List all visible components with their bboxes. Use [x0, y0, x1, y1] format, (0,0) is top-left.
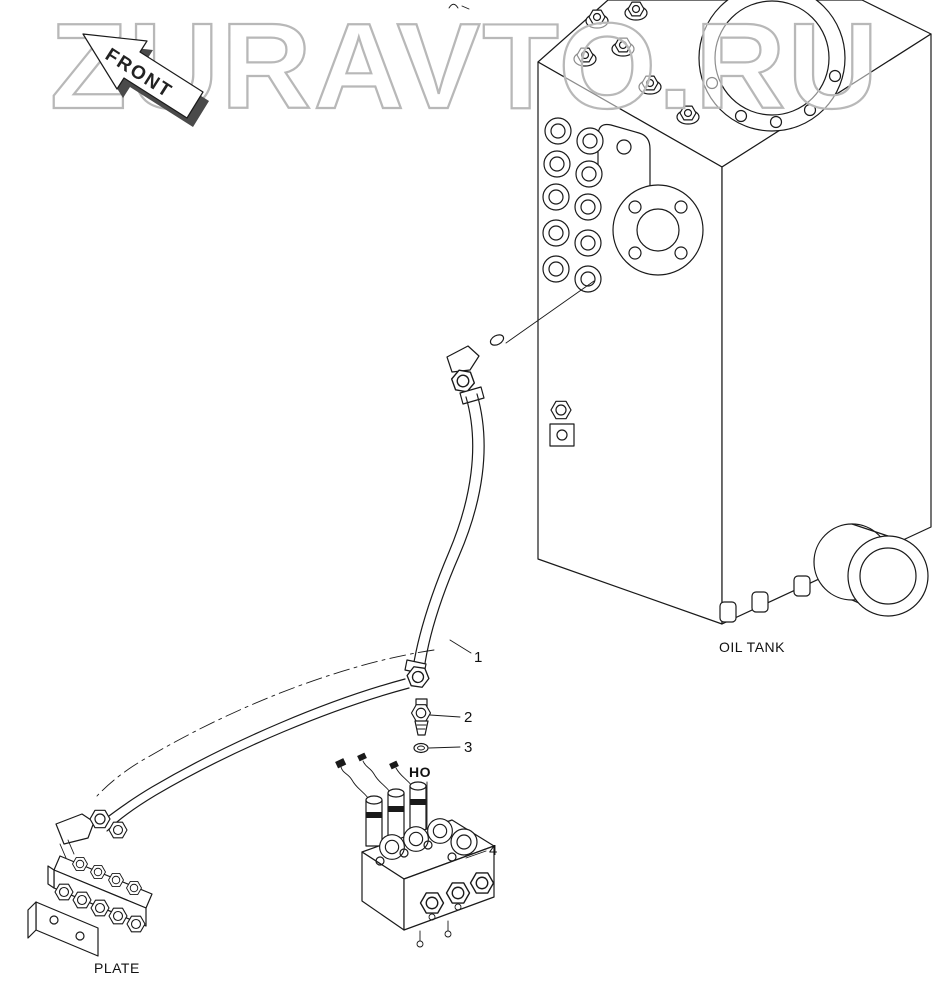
- plate-assembly: [27, 809, 153, 957]
- hose-routing: [96, 649, 435, 832]
- tank-small-valve: [549, 400, 575, 447]
- callout-1-label: 1: [474, 649, 482, 666]
- oring-3: [413, 742, 429, 754]
- callout-3-label: 3: [464, 739, 472, 756]
- callout-2: 2: [429, 709, 472, 726]
- callout-3: 3: [428, 739, 472, 756]
- valve-block-4: [335, 752, 495, 948]
- plate-label: PLATE: [94, 960, 140, 976]
- tank-top-flange: [698, 0, 846, 132]
- ho-port: HO: [409, 764, 431, 831]
- tank-front-flange: [612, 184, 704, 276]
- callout-4-label: 4: [489, 842, 497, 859]
- watermark-text: ZURAVTO.RU: [50, 0, 880, 134]
- hose-1: [404, 393, 485, 689]
- front-arrow-face: [82, 33, 204, 119]
- elbow-fitting: [446, 345, 485, 405]
- tank-feet: [719, 575, 811, 623]
- oil-tank-drawing: [537, 0, 932, 625]
- tank-right-face: [721, 33, 932, 625]
- oil-tank-label: OIL TANK: [719, 639, 785, 655]
- fitting-2: [410, 698, 432, 736]
- sheet-mark: [448, 3, 470, 10]
- tank-bracket: [597, 123, 651, 194]
- tank-drain-cylinders: [813, 523, 929, 617]
- callout-2-label: 2: [464, 709, 472, 726]
- ho-port-label: HO: [409, 764, 431, 780]
- tank-hose-leader: [489, 280, 595, 346]
- callout-1: 1: [449, 639, 482, 666]
- callout-4: 4: [465, 842, 497, 859]
